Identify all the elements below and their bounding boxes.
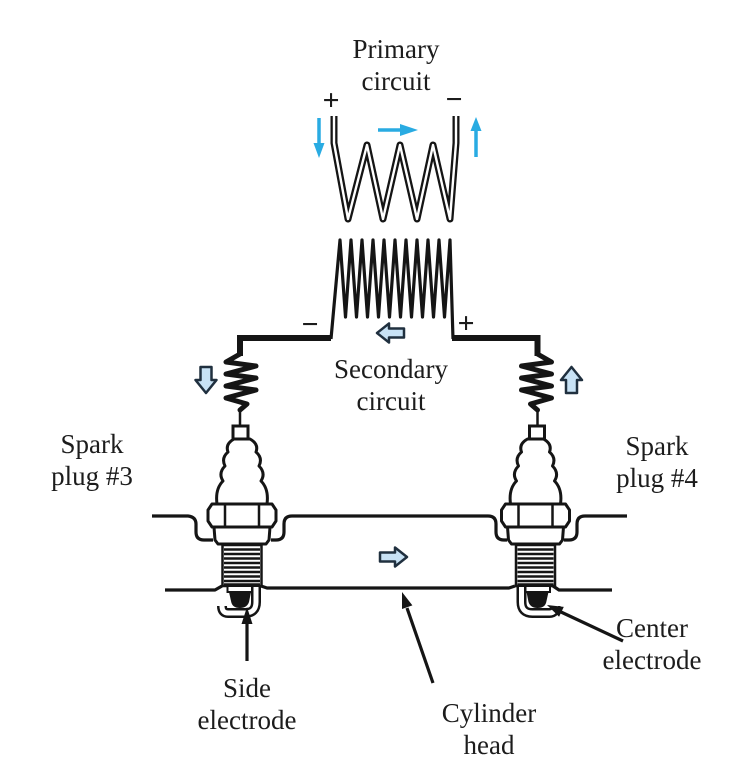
cylinder-head-label: Cylinder head	[441, 698, 537, 760]
secondary-coil	[329, 238, 455, 340]
spark-plug-4-drawing	[502, 335, 570, 613]
primary-current-right-arrow-icon	[378, 124, 418, 136]
secondary-plus-sign: +	[457, 307, 475, 340]
spark-plug-4-label: Spark plug #4	[616, 431, 698, 493]
primary-current-down-arrow-icon	[313, 118, 325, 158]
secondary-minus-sign: −	[301, 308, 319, 341]
center-electrode-label: Center electrode	[602, 613, 702, 675]
flow-down-arrow-icon	[194, 365, 218, 395]
flow-up-arrow-icon	[559, 365, 584, 395]
spark-plug-3-label: Spark plug #3	[51, 429, 133, 491]
side-electrode-callout-arrow	[241, 607, 253, 661]
primary-coil	[330, 116, 460, 223]
cylinder-head-drawing	[152, 514, 627, 592]
secondary-flow-left-arrow-icon	[375, 322, 406, 344]
primary-circuit-label: Primary circuit	[352, 34, 440, 96]
primary-plus-sign: +	[322, 84, 340, 117]
primary-minus-sign: −	[445, 83, 463, 116]
spark-plug-3-drawing	[208, 335, 276, 613]
primary-current-up-arrow-icon	[470, 117, 482, 157]
combustion-chamber-right-arrow-icon	[378, 546, 409, 568]
secondary-circuit-label: Secondary circuit	[334, 354, 448, 416]
side-electrode-label: Side electrode	[197, 673, 297, 735]
center-electrode-callout-arrow	[547, 605, 624, 643]
cylinder-head-callout-arrow	[402, 592, 435, 684]
